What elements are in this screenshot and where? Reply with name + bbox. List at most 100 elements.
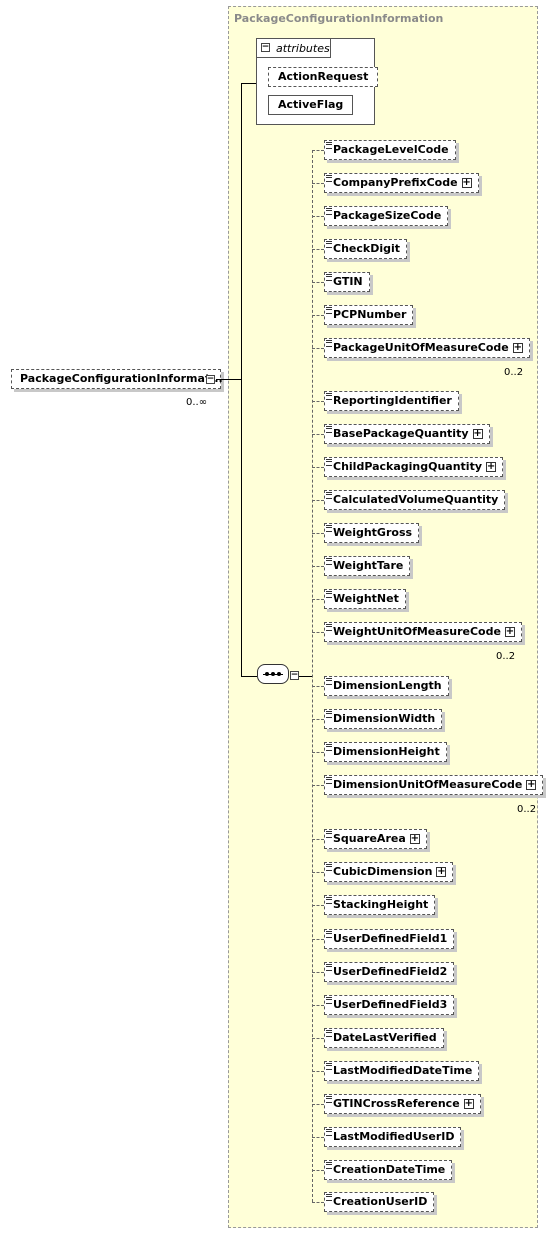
element-content-icon — [326, 175, 332, 182]
element-content-icon — [326, 711, 332, 718]
element-label: DimensionUnitOfMeasureCode — [333, 778, 523, 791]
element-box[interactable]: PackageLevelCode — [324, 140, 456, 160]
element-box[interactable]: LastModifiedDateTime — [324, 1061, 480, 1081]
expand-icon[interactable]: + — [461, 177, 472, 188]
element-connector — [312, 150, 324, 151]
element-connector — [312, 599, 324, 600]
element-box[interactable]: PCPNumber — [324, 305, 414, 325]
sequence-rail — [312, 150, 313, 1202]
element-connector — [312, 348, 324, 349]
expand-icon[interactable]: + — [463, 1098, 474, 1109]
element-content-icon — [326, 525, 332, 532]
sequence-compositor-icon[interactable] — [257, 664, 289, 684]
expand-icon[interactable]: + — [504, 626, 515, 637]
element-box[interactable]: GTINCrossReference+ — [324, 1094, 481, 1114]
element-connector — [312, 315, 324, 316]
sequence-connector — [241, 676, 257, 677]
element-connector — [312, 1137, 324, 1138]
element-box[interactable]: GTIN — [324, 272, 370, 292]
element-label: CalculatedVolumeQuantity — [333, 493, 499, 506]
element-content-icon — [326, 307, 332, 314]
element-multiplicity: 0..2 — [504, 367, 524, 378]
element-box[interactable]: BasePackageQuantity+ — [324, 424, 490, 444]
element-box[interactable]: StackingHeight — [324, 895, 436, 915]
root-element[interactable]: PackageConfigurationInformat... — [11, 369, 223, 389]
attributes-connector — [241, 83, 256, 84]
element-content-icon — [326, 142, 332, 149]
element-content-icon — [326, 393, 332, 400]
element-box[interactable]: ReportingIdentifier — [324, 391, 459, 411]
element-label: CreationDateTime — [333, 1163, 446, 1176]
expand-icon[interactable]: + — [526, 779, 537, 790]
element-box[interactable]: UserDefinedField1 — [324, 929, 455, 949]
element-connector — [312, 282, 324, 283]
element-connector — [312, 939, 324, 940]
element-content-icon — [326, 964, 332, 971]
element-connector — [312, 752, 324, 753]
element-connector — [312, 872, 324, 873]
expand-icon[interactable]: + — [436, 866, 447, 877]
element-box[interactable]: DimensionWidth — [324, 709, 443, 729]
collapse-root-icon[interactable]: − — [206, 374, 215, 384]
element-content-icon — [326, 1162, 332, 1169]
element-connector — [312, 401, 324, 402]
element-box[interactable]: PackageUnitOfMeasureCode+ — [324, 338, 530, 358]
element-box[interactable]: CreationUserID — [324, 1192, 435, 1212]
element-box[interactable]: SquareArea+ — [324, 829, 427, 849]
element-label: WeightTare — [333, 559, 404, 572]
expand-icon[interactable]: + — [472, 428, 483, 439]
collapse-sequence-icon[interactable]: − — [290, 670, 299, 680]
element-box[interactable]: DimensionHeight — [324, 742, 447, 762]
expand-icon[interactable]: + — [486, 461, 497, 472]
element-content-icon — [326, 831, 332, 838]
element-label: DimensionLength — [333, 679, 442, 692]
element-box[interactable]: CreationDateTime — [324, 1160, 453, 1180]
element-label: GTINCrossReference — [333, 1097, 460, 1110]
element-box[interactable]: WeightUnitOfMeasureCode+ — [324, 622, 522, 642]
element-box[interactable]: PackageSizeCode — [324, 206, 449, 226]
element-box[interactable]: CubicDimension+ — [324, 862, 454, 882]
element-label: WeightNet — [333, 592, 399, 605]
element-content-icon — [326, 492, 332, 499]
element-box[interactable]: UserDefinedField3 — [324, 995, 455, 1015]
expand-icon[interactable]: + — [512, 342, 523, 353]
element-label: UserDefinedField1 — [333, 932, 448, 945]
element-label: BasePackageQuantity — [333, 427, 469, 440]
element-box[interactable]: DimensionUnitOfMeasureCode+ — [324, 775, 544, 795]
element-label: CubicDimension — [333, 865, 433, 878]
element-box[interactable]: DateLastVerified — [324, 1028, 444, 1048]
element-label: CheckDigit — [333, 242, 401, 255]
element-box[interactable]: ChildPackagingQuantity+ — [324, 457, 504, 477]
element-content-icon — [326, 591, 332, 598]
element-box[interactable]: DimensionLength — [324, 676, 449, 696]
element-content-icon — [326, 426, 332, 433]
element-label: DimensionWidth — [333, 712, 436, 725]
element-box[interactable]: CheckDigit — [324, 239, 408, 259]
element-multiplicity: 0..2 — [517, 804, 537, 815]
element-box[interactable]: CompanyPrefixCode+ — [324, 173, 479, 193]
element-connector — [312, 719, 324, 720]
element-multiplicity: 0..2 — [496, 651, 516, 662]
element-box[interactable]: WeightTare — [324, 556, 411, 576]
element-box[interactable]: WeightGross — [324, 523, 420, 543]
element-connector — [312, 1104, 324, 1105]
element-content-icon — [326, 777, 332, 784]
attributes-tab[interactable] — [256, 38, 331, 58]
element-box[interactable]: UserDefinedField2 — [324, 962, 455, 982]
element-content-icon — [326, 1096, 332, 1103]
attribute-active-flag[interactable]: ActiveFlag — [268, 95, 354, 115]
collapse-attributes-icon[interactable]: − — [261, 42, 270, 52]
attribute-action-request[interactable]: ActionRequest — [268, 67, 379, 87]
root-connector — [216, 379, 241, 380]
element-connector — [312, 1005, 324, 1006]
element-box[interactable]: WeightNet — [324, 589, 406, 609]
element-connector — [312, 632, 324, 633]
element-box[interactable]: LastModifiedUserID — [324, 1127, 462, 1147]
element-label: GTIN — [333, 275, 363, 288]
element-label: SquareArea — [333, 832, 406, 845]
element-box[interactable]: CalculatedVolumeQuantity — [324, 490, 506, 510]
expand-icon[interactable]: + — [409, 833, 420, 844]
element-label: PackageSizeCode — [333, 209, 442, 222]
element-connector — [312, 249, 324, 250]
root-element-label: PackageConfigurationInformat... — [20, 372, 223, 385]
